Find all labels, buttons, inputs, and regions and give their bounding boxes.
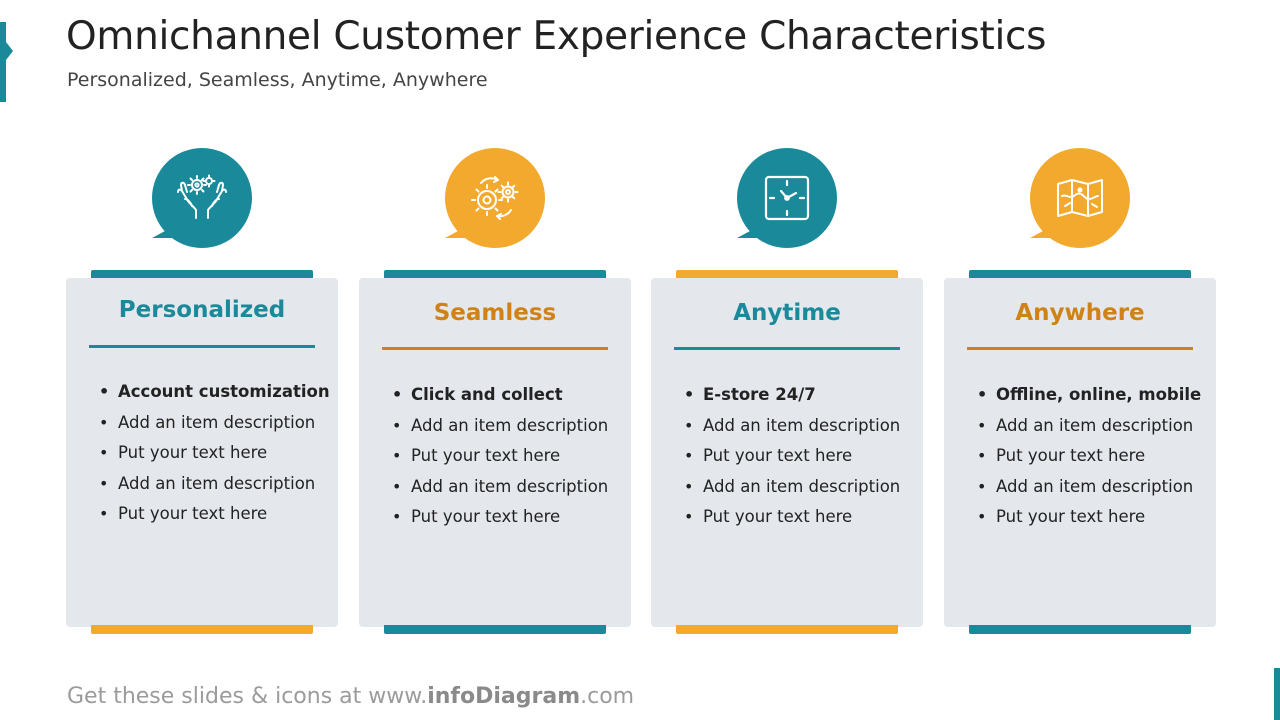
list-item: Put your text here [977,502,1201,533]
footer-prefix: Get these slides & icons at www. [67,684,428,709]
list-item: Add an item description [684,472,900,503]
card-bottom-bar [91,625,313,634]
heading-underline [967,347,1193,350]
list-item: Add an item description [99,408,330,439]
list-item: Put your text here [99,438,330,469]
card-bottom-bar [676,625,898,634]
heading-underline [89,345,315,348]
slide-subtitle: Personalized, Seamless, Anytime, Anywher… [67,69,488,91]
list-item: Put your text here [392,502,608,533]
gears-cycle-icon [471,176,519,220]
card: Anytime E-store 24/7 Add an item descrip… [651,278,923,627]
list-item: E-store 24/7 [684,380,900,411]
list-item: Account customization [99,377,330,408]
list-item: Add an item description [977,472,1201,503]
column-anywhere: Anywhere Offline, online, mobile Add an … [944,140,1216,635]
list-item: Offline, online, mobile [977,380,1201,411]
left-accent-bar [0,22,6,102]
card-top-bar [91,270,313,280]
list-item: Add an item description [977,411,1201,442]
clock-icon [764,175,810,221]
card-heading: Seamless [433,300,557,326]
card-top-bar [384,270,606,280]
list-item: Add an item description [684,411,900,442]
card-heading: Personalized [118,297,286,323]
hands-gears-icon [177,174,227,219]
card: Anywhere Offline, online, mobile Add an … [944,278,1216,627]
item-list: Offline, online, mobile Add an item desc… [977,380,1201,533]
list-item: Add an item description [392,411,608,442]
card-top-bar [676,270,898,280]
list-item: Add an item description [99,469,330,500]
item-list: E-store 24/7 Add an item description Put… [684,380,900,533]
column-seamless: Seamless Click and collect Add an item d… [359,140,631,635]
heading-underline [382,347,608,350]
slide-title: Omnichannel Customer Experience Characte… [66,14,1047,59]
heading-underline [674,347,900,350]
card-top-bar [969,270,1191,280]
card-heading: Anywhere [1015,300,1145,326]
list-item: Put your text here [684,441,900,472]
icon-bubble [445,148,545,248]
right-accent-bar [1274,668,1280,720]
item-list: Account customization Add an item descri… [99,377,330,530]
card-bottom-bar [384,625,606,634]
footer-suffix: .com [580,684,635,709]
left-accent-arrow [6,42,13,60]
icon-bubble [1030,148,1130,248]
column-anytime: Anytime E-store 24/7 Add an item descrip… [651,140,923,635]
list-item: Put your text here [684,502,900,533]
list-item: Put your text here [392,441,608,472]
card: Personalized Account customization Add a… [66,278,338,627]
item-list: Click and collect Add an item descriptio… [392,380,608,533]
footer-brand: infoDiagram [427,684,581,709]
card: Seamless Click and collect Add an item d… [359,278,631,627]
card-bottom-bar [969,625,1191,634]
footer-credit: Get these slides & icons at www.infoDiag… [67,684,634,709]
column-personalized: Personalized Account customization Add a… [66,140,338,635]
list-item: Add an item description [392,472,608,503]
icon-bubble [737,148,837,248]
list-item: Put your text here [99,499,330,530]
list-item: Put your text here [977,441,1201,472]
card-heading: Anytime [733,300,841,326]
map-icon [1057,179,1103,217]
icon-bubble [152,148,252,248]
list-item: Click and collect [392,380,608,411]
